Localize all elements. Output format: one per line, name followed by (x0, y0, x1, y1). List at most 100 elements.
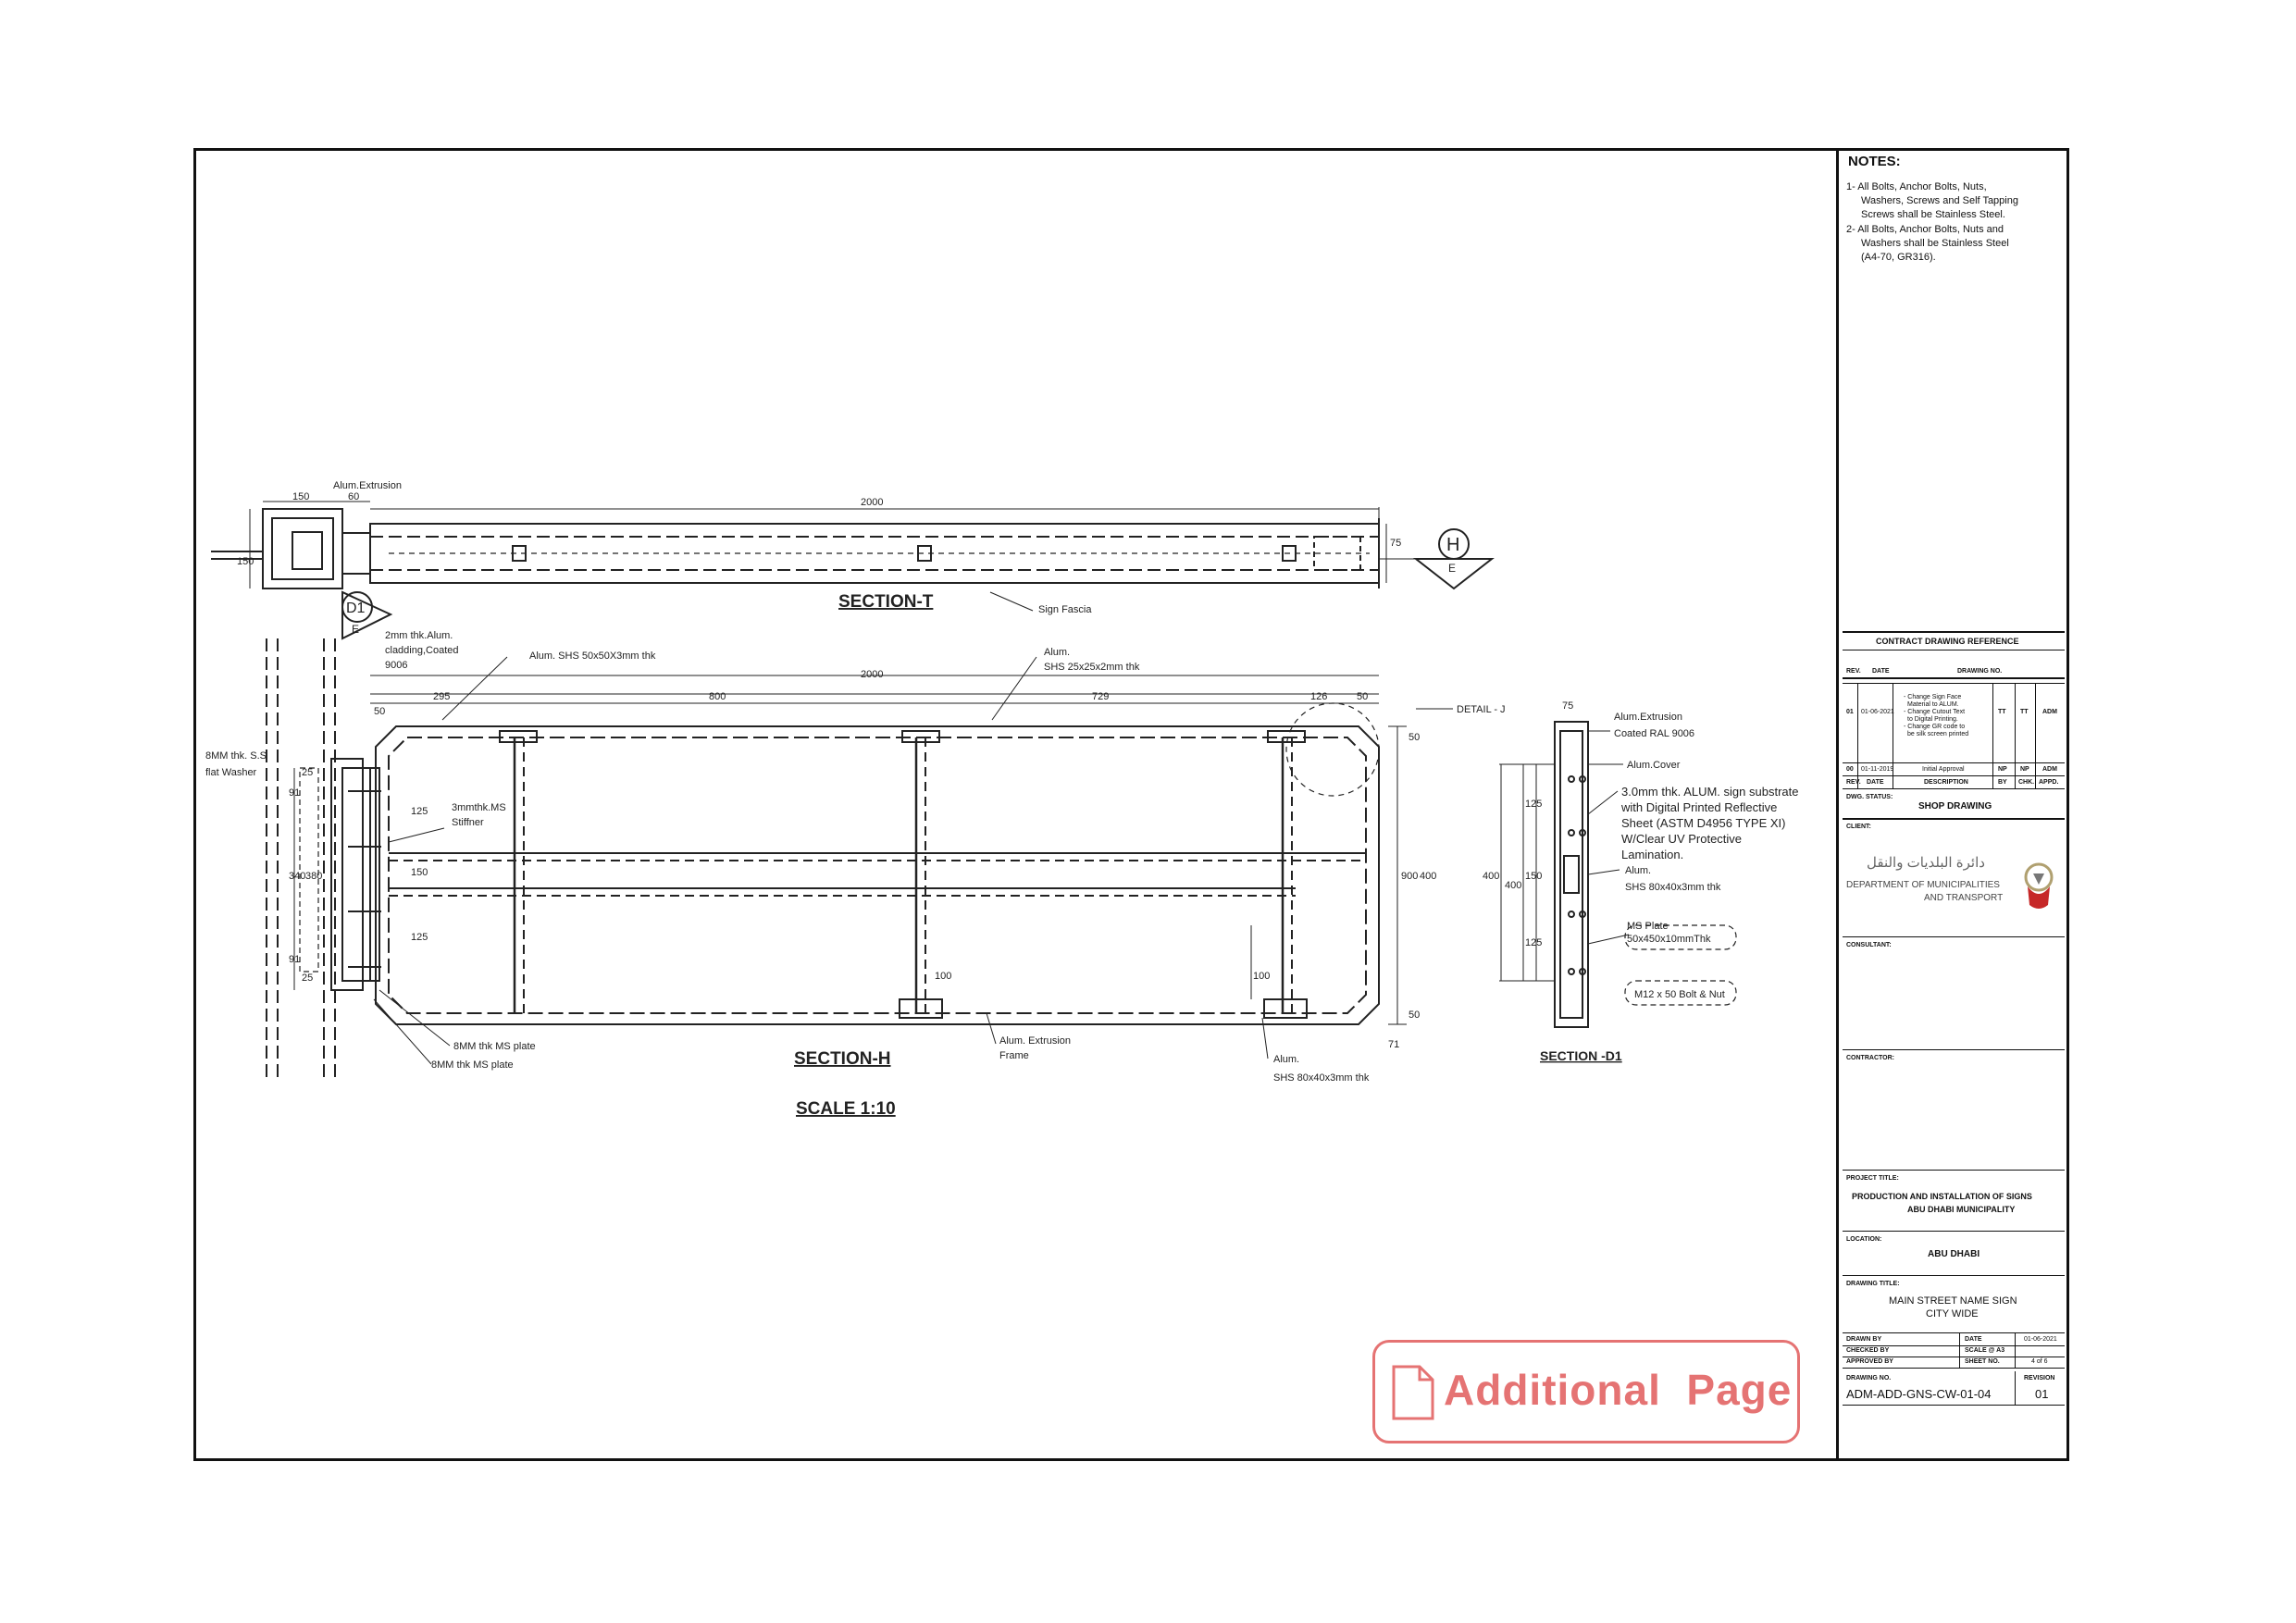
section-h-title: SECTION-H (794, 1049, 891, 1069)
dim-25a-left: 25 (302, 767, 313, 778)
section-h-view (370, 675, 1407, 1025)
stiffner-label-2: Stiffner (452, 817, 484, 828)
marker-h-letter: H (1446, 535, 1459, 555)
date-value: 01-06-2021 (2024, 1336, 2057, 1343)
drawing-title-1: MAIN STREET NAME SIGN (1889, 1295, 2017, 1307)
dim-50a: 50 (374, 706, 385, 717)
rev-header-rev: REV. (1846, 779, 1861, 786)
note-line-6: (A4-70, GR316). (1861, 252, 1936, 263)
rev-00-chk: NP (2020, 766, 2029, 773)
drawing-no-label-2: DRAWING NO. (1846, 1375, 1892, 1381)
notes-heading: NOTES: (1848, 154, 1901, 169)
scale-label: SCALE @ A3 (1965, 1347, 2005, 1354)
bolt-label: M12 x 50 Bolt & Nut (1634, 989, 1725, 1000)
cladding-label-2: cladding,Coated (385, 645, 459, 656)
rev-header-date: DATE (1867, 779, 1884, 786)
dim-295: 295 (433, 691, 450, 702)
rev-01-desc-5: - Change GR code to (1904, 724, 1966, 730)
washer-label-1: 8MM thk. S.S (205, 750, 267, 762)
frame-label-1: Alum. Extrusion (999, 1035, 1071, 1047)
shs25-label-2: SHS 25x25x2mm thk (1044, 662, 1140, 673)
dim-125a-d1: 125 (1525, 799, 1542, 810)
approved-by-label: APPROVED BY (1846, 1358, 1893, 1365)
section-markers (341, 528, 1495, 640)
drawn-by-label: DRAWN BY (1846, 1336, 1882, 1343)
cladding-label-3: 9006 (385, 660, 407, 671)
dim-91-left: 91 (289, 787, 300, 799)
substrate-label-2: with Digital Printed Reflective (1620, 800, 1777, 814)
ms-plate-d1-label-2: 50x450x10mmThk (1627, 934, 1711, 945)
contractor-label: CONTRACTOR: (1846, 1055, 1894, 1061)
shs80-h-label-2: SHS 80x40x3mm thk (1273, 1072, 1370, 1084)
dim-125a-h: 125 (411, 806, 428, 817)
dim-91b-left: 91 (289, 954, 300, 965)
shs50-label: Alum. SHS 50x50X3mm thk (529, 650, 656, 662)
rev-01-appd: ADM (2042, 709, 2057, 715)
ms-plate-label-2: 8MM thk MS plate (431, 1059, 514, 1071)
dim-400-d1: 400 (1483, 871, 1499, 882)
dim-380-left: 380 (305, 871, 322, 882)
title-block: NOTES: 1- All Bolts, Anchor Bolts, Nuts,… (1836, 148, 2069, 1461)
document-icon (1390, 1363, 1436, 1427)
dim-125b-h: 125 (411, 932, 428, 943)
project-title-label: PROJECT TITLE: (1846, 1175, 1899, 1182)
ref-drawing-no-label: DRAWING NO. (1957, 668, 2003, 675)
drawing-sheet-border (193, 148, 2069, 1461)
consultant-label: CONSULTANT: (1846, 942, 1892, 948)
emblem-icon (2020, 859, 2057, 914)
dim-800: 800 (709, 691, 726, 702)
project-title-1: PRODUCTION AND INSTALLATION OF SIGNS (1852, 1192, 2032, 1201)
dim-2000-h: 2000 (861, 669, 883, 680)
detail-j-label: DETAIL - J (1457, 704, 1506, 715)
rev-01-desc-1: - Change Sign Face (1904, 694, 1962, 700)
dim-50c: 50 (1409, 732, 1420, 743)
cladding-label-1: 2mm thk.Alum. (385, 630, 453, 641)
dim-400b-d1: 400 (1505, 880, 1521, 891)
substrate-label-5: Lamination. (1621, 848, 1683, 861)
note-line-1: 1- All Bolts, Anchor Bolts, Nuts, (1846, 181, 1987, 192)
section-d1-title: SECTION -D1 (1540, 1048, 1622, 1063)
dim-100b: 100 (1253, 971, 1270, 982)
marker-d1-e: E (352, 623, 359, 636)
section-t-title: SECTION-T (838, 592, 934, 612)
extrusion-d1-label-2: Coated RAL 9006 (1614, 728, 1694, 739)
revision-value: 01 (2035, 1387, 2049, 1401)
dim-150-d1: 150 (1525, 871, 1542, 882)
dim-900: 900 (1401, 871, 1418, 882)
shs80-d1-label-2: SHS 80x40x3mm thk (1625, 882, 1721, 893)
dim-71: 71 (1388, 1039, 1399, 1050)
dim-126: 126 (1310, 691, 1327, 702)
rev-01-desc-2: Material to ALUM. (1907, 701, 1959, 708)
dim-50d: 50 (1409, 1010, 1420, 1021)
dim-100a: 100 (935, 971, 951, 982)
rev-01: 01 (1846, 709, 1854, 715)
client-arabic: دائرة البلديات والنقل (1867, 855, 1985, 871)
rev-header-by: BY (1998, 779, 2007, 786)
cover-label: Alum.Cover (1627, 760, 1681, 771)
rev-00: 00 (1846, 766, 1854, 773)
revision-label: REVISION (2024, 1375, 2055, 1381)
rev-01-desc-6: be silk screen printed (1907, 731, 1969, 737)
rev-01-date: 01-06-2021 (1861, 709, 1894, 715)
sign-fascia-label: Sign Fascia (1038, 604, 1092, 615)
rev-01-by: TT (1998, 709, 2006, 715)
project-title-2: ABU DHABI MUNICIPALITY (1907, 1205, 2016, 1214)
substrate-label-4: W/Clear UV Protective (1621, 832, 1742, 846)
note-line-5: Washers shall be Stainless Steel (1861, 238, 2009, 249)
marker-d1-letter: D1 (346, 601, 366, 616)
leader-lines (373, 591, 1630, 1065)
shs80-h-label-1: Alum. (1273, 1054, 1299, 1065)
section-d1-view (1499, 721, 1737, 1028)
dim-25b-left: 25 (302, 973, 313, 984)
dim-75-d1: 75 (1562, 700, 1573, 712)
note-line-4: 2- All Bolts, Anchor Bolts, Nuts and (1846, 224, 2004, 235)
stamp-label: Additional Page (1444, 1366, 1793, 1414)
rev-00-appd: ADM (2042, 766, 2057, 773)
rev-00-desc: Initial Approval (1922, 766, 1965, 773)
rev-01-desc-3: - Change Cutout Text (1904, 709, 1966, 715)
substrate-label-3: Sheet (ASTM D4956 TYPE XI) (1621, 816, 1786, 830)
sheet-value: 4 of 6 (2031, 1358, 2048, 1365)
dim-150-h: 150 (411, 867, 428, 878)
ref-date-label: DATE (1872, 668, 1890, 675)
ref-rev-label: REV. (1846, 668, 1861, 675)
